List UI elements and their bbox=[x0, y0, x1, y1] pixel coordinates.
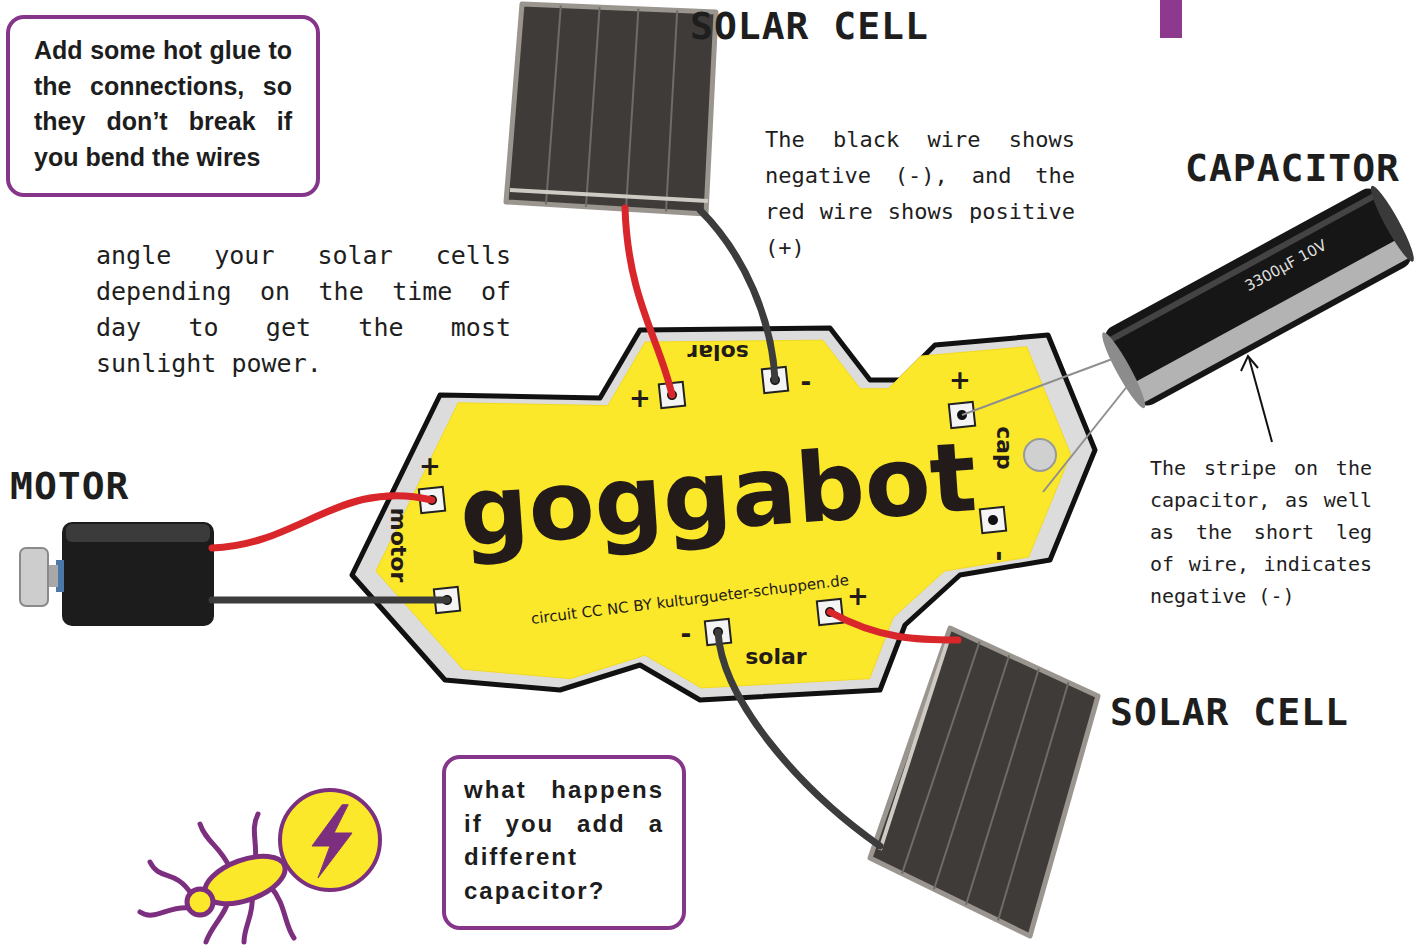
energy-bubble bbox=[280, 790, 380, 890]
arrow-head bbox=[1241, 356, 1258, 371]
vibration-motor bbox=[20, 522, 214, 626]
bug-doodle bbox=[140, 790, 380, 942]
cell-tab bbox=[880, 640, 948, 850]
capacitor-base bbox=[1097, 329, 1150, 411]
board-edge bbox=[352, 328, 1095, 700]
solder-pad bbox=[980, 507, 1006, 533]
corner-bar bbox=[1160, 0, 1182, 38]
bug-antenna bbox=[150, 862, 192, 895]
motor-highlight bbox=[66, 524, 210, 542]
board-copper bbox=[376, 340, 1071, 688]
board-marking: + bbox=[847, 583, 869, 609]
board-marking: - bbox=[801, 369, 812, 395]
motor-body bbox=[62, 522, 214, 626]
pad-square bbox=[980, 507, 1006, 533]
board-marking: + bbox=[629, 385, 651, 411]
note-text: The stripe on the capacitor, as well as … bbox=[1150, 452, 1372, 612]
note-text: The black wire shows negative (-), and t… bbox=[765, 122, 1075, 266]
note-box: Add some hot glue to the connections, so… bbox=[6, 15, 320, 197]
circuit-board: solar+-+cap-+motorgoggabotcircuit CC NC … bbox=[340, 300, 1110, 720]
solar-panel bbox=[870, 628, 1098, 936]
pad-hole bbox=[988, 515, 999, 526]
board-marking: solar bbox=[745, 646, 806, 668]
note-box: what happens if you add a different capa… bbox=[442, 755, 686, 930]
wire bbox=[212, 597, 447, 604]
part-heading: CAPACITOR bbox=[1185, 148, 1400, 190]
capacitor-body bbox=[1101, 184, 1415, 410]
board-marking: - bbox=[987, 551, 1013, 562]
leader-line bbox=[1249, 358, 1272, 442]
capacitor-top bbox=[1366, 183, 1419, 265]
board-marking: + bbox=[949, 367, 971, 393]
capacitor-shine bbox=[1109, 194, 1375, 343]
cell-grid bbox=[902, 642, 1068, 921]
board-marking: cap bbox=[993, 426, 1015, 470]
cell-grid bbox=[546, 6, 677, 212]
part-heading: SOLAR CELL bbox=[1110, 692, 1349, 734]
wire bbox=[830, 612, 958, 640]
board-marking: motor bbox=[387, 508, 409, 583]
board-marking: solar bbox=[687, 341, 748, 363]
bug-head bbox=[187, 889, 213, 915]
capacitor bbox=[1096, 182, 1419, 412]
capacitor-leg bbox=[1043, 384, 1129, 492]
part-heading: SOLAR CELL bbox=[690, 6, 929, 48]
lightning-bolt bbox=[312, 805, 352, 878]
leader-arrow bbox=[1241, 356, 1272, 442]
mounting-hole bbox=[1024, 439, 1056, 471]
wire bbox=[718, 632, 880, 846]
board-marking: + bbox=[419, 453, 441, 479]
note-text: angle your solar cells depending on the … bbox=[96, 238, 511, 382]
solar-cell-top bbox=[506, 4, 716, 214]
wire bbox=[625, 208, 672, 395]
bug-leg bbox=[200, 824, 230, 868]
cell-tab bbox=[510, 190, 708, 201]
board-marking: - bbox=[681, 621, 692, 647]
bug-antenna bbox=[140, 908, 190, 916]
capacitor-marking: 3300µF 10V bbox=[1243, 238, 1330, 294]
motor-weight bbox=[20, 548, 48, 606]
solar-panel bbox=[506, 4, 716, 214]
note-text: Add some hot glue to the connections, so… bbox=[34, 33, 292, 175]
solar-cell-bottom bbox=[870, 628, 1098, 936]
part-heading: MOTOR bbox=[10, 466, 129, 508]
bug-leg bbox=[270, 886, 294, 938]
note-text: what happens if you add a different capa… bbox=[464, 773, 664, 907]
capacitor-stripe bbox=[1134, 239, 1408, 402]
capacitor-leg bbox=[962, 358, 1115, 415]
